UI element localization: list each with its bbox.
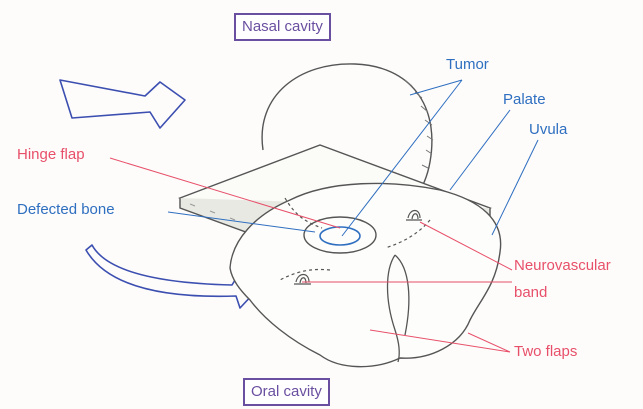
leader-uvula	[492, 140, 538, 235]
tumor-label: Tumor	[446, 56, 489, 74]
oral-cavity-label: Oral cavity	[243, 378, 330, 406]
palate-label: Palate	[503, 91, 546, 109]
tumor-hatching	[405, 80, 433, 168]
defected-bone-label: Defected bone	[17, 201, 115, 219]
hinge-flap-label: Hinge flap	[17, 146, 85, 164]
nasal-cavity-label: Nasal cavity	[234, 13, 331, 41]
neurovascular-label-line2: band	[514, 284, 547, 302]
oral-surface	[230, 183, 501, 366]
leader-palate	[450, 110, 510, 190]
neurovascular-label-line1: Neurovascular	[514, 257, 611, 275]
uvula-label: Uvula	[529, 121, 567, 139]
arrow-to-nasal-cavity	[60, 80, 185, 128]
two-flaps-label: Two flaps	[514, 343, 577, 361]
